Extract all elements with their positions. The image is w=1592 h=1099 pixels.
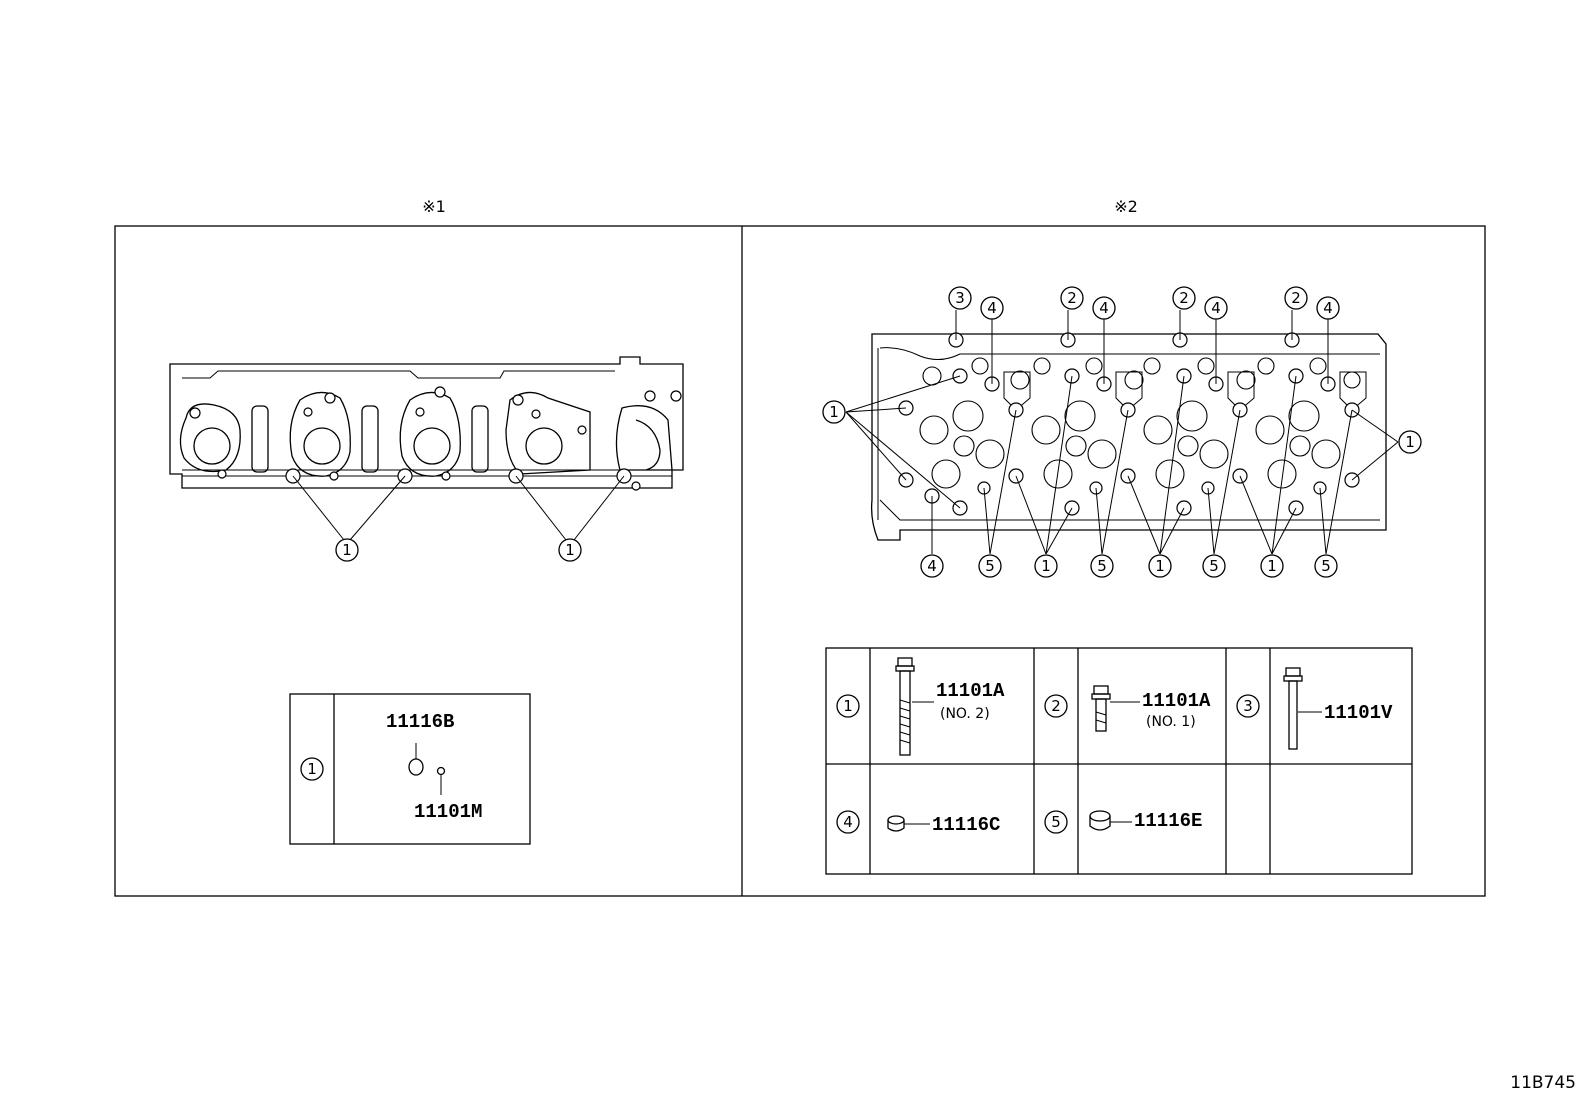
- left-leader-lines: [292, 475, 625, 541]
- part-number-11101A-no1: 11101A: [1142, 690, 1211, 712]
- svg-text:4: 4: [843, 813, 853, 831]
- svg-text:5: 5: [1209, 557, 1219, 575]
- svg-text:1: 1: [1267, 557, 1277, 575]
- part-number-11101M: 11101M: [414, 801, 482, 823]
- left-callout-1a: 1: [335, 538, 359, 562]
- svg-text:5: 5: [1097, 557, 1107, 575]
- part-number-11116E: 11116E: [1134, 810, 1202, 832]
- svg-text:1: 1: [1041, 557, 1051, 575]
- svg-text:2: 2: [1067, 289, 1077, 307]
- svg-text:5: 5: [985, 557, 995, 575]
- small-pin-icon: [436, 766, 446, 776]
- svg-text:1: 1: [1155, 557, 1165, 575]
- svg-text:2: 2: [1291, 289, 1301, 307]
- small-sleeve-icon: [887, 815, 905, 832]
- svg-text:3: 3: [1243, 697, 1253, 715]
- svg-text:1: 1: [565, 541, 575, 559]
- cylinder-head-top-view: [870, 332, 1387, 541]
- section-marker-1: ※1: [422, 197, 446, 216]
- left-parts-table: 1 11116B 11101M: [289, 693, 531, 845]
- right-callouts-side: 1 1: [822, 400, 1422, 454]
- section-marker-2: ※2: [1114, 197, 1138, 216]
- svg-text:1: 1: [843, 697, 853, 715]
- left-callout-1b: 1: [558, 538, 582, 562]
- part-number-11101V: 11101V: [1324, 702, 1393, 724]
- part-number-11116B: 11116B: [386, 711, 454, 733]
- cylinder-head-side-view: [169, 356, 684, 491]
- long-bolt-icon: [895, 657, 915, 756]
- svg-text:3: 3: [955, 289, 965, 307]
- part-number-11116C: 11116C: [932, 814, 1000, 836]
- part-sub-no2: (NO. 2): [940, 706, 990, 722]
- diagram-frame: [114, 225, 1486, 897]
- svg-text:1: 1: [829, 403, 839, 421]
- svg-text:4: 4: [1099, 299, 1109, 317]
- svg-text:1: 1: [307, 760, 317, 778]
- svg-text:4: 4: [927, 557, 937, 575]
- svg-text:5: 5: [1051, 813, 1061, 831]
- svg-text:2: 2: [1179, 289, 1189, 307]
- svg-text:1: 1: [342, 541, 352, 559]
- part-number-11101A-no2: 11101A: [936, 680, 1005, 702]
- svg-text:4: 4: [1323, 299, 1333, 317]
- svg-text:4: 4: [987, 299, 997, 317]
- sleeve-icon: [1089, 810, 1111, 831]
- dowel-pin-icon: [408, 758, 424, 776]
- svg-text:1: 1: [1405, 433, 1415, 451]
- part-sub-no1: (NO. 1): [1146, 714, 1196, 730]
- svg-text:4: 4: [1211, 299, 1221, 317]
- diagram-code: 11B745: [1510, 1073, 1576, 1093]
- right-leader-lines: [845, 310, 1399, 555]
- right-callouts-bottom: 4 5 1 5 1 5 1 5: [920, 554, 1338, 578]
- svg-text:5: 5: [1321, 557, 1331, 575]
- svg-text:2: 2: [1051, 697, 1061, 715]
- right-callouts-top: 3 4 2 4 2 4 2 4: [948, 286, 1340, 320]
- bolt-icon: [1283, 667, 1303, 750]
- short-bolt-icon: [1091, 685, 1111, 732]
- right-parts-table: 1 11101A (NO. 2) 2 11101A (NO. 1) 3 11: [825, 647, 1413, 875]
